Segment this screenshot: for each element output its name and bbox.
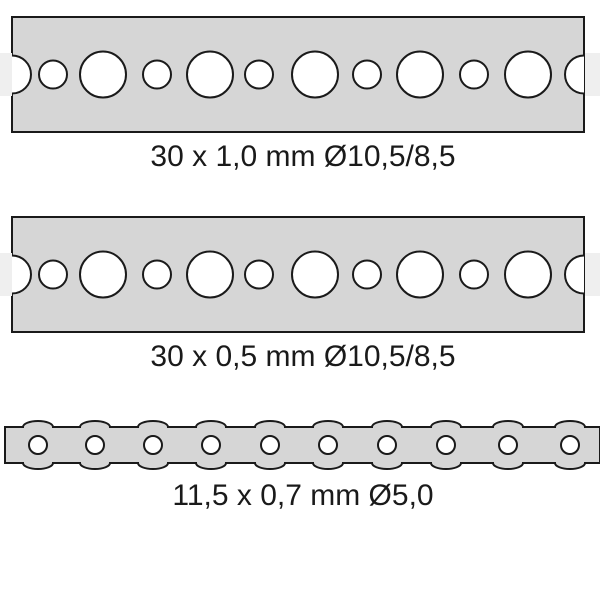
strip-body xyxy=(4,420,600,470)
small-hole xyxy=(352,59,382,90)
half-hole-right xyxy=(564,254,585,295)
round-hole xyxy=(377,435,397,455)
band-1: 30 x 1,0 mm Ø10,5/8,5 xyxy=(0,16,600,173)
band-3-label: 11,5 x 0,7 mm Ø5,0 xyxy=(172,479,433,512)
large-hole xyxy=(396,50,444,99)
round-hole xyxy=(260,435,280,455)
round-hole xyxy=(498,435,518,455)
large-hole xyxy=(396,250,444,299)
band-2-label: 30 x 0,5 mm Ø10,5/8,5 xyxy=(150,340,455,373)
small-hole xyxy=(38,259,68,290)
small-hole xyxy=(38,59,68,90)
band-1-label: 30 x 1,0 mm Ø10,5/8,5 xyxy=(150,140,455,173)
large-hole xyxy=(79,50,127,99)
small-hole xyxy=(244,59,274,90)
half-hole-right xyxy=(564,54,585,95)
strip-continuation-right xyxy=(585,253,600,296)
large-hole xyxy=(504,50,552,99)
large-hole xyxy=(186,50,234,99)
large-hole xyxy=(79,250,127,299)
band-3-strip xyxy=(4,420,600,470)
half-hole-left xyxy=(11,254,32,295)
round-hole xyxy=(436,435,456,455)
strip-continuation-right xyxy=(585,53,600,96)
large-hole xyxy=(291,250,339,299)
round-hole xyxy=(28,435,48,455)
small-hole xyxy=(142,259,172,290)
round-hole xyxy=(85,435,105,455)
strip-continuation-left xyxy=(0,253,12,296)
round-hole xyxy=(560,435,580,455)
band-3: 11,5 x 0,7 mm Ø5,0 xyxy=(4,420,600,512)
band-2-strip xyxy=(0,216,600,333)
large-hole xyxy=(291,50,339,99)
small-hole xyxy=(352,259,382,290)
round-hole xyxy=(318,435,338,455)
round-hole xyxy=(201,435,221,455)
half-hole-left xyxy=(11,54,32,95)
large-hole xyxy=(504,250,552,299)
round-hole xyxy=(143,435,163,455)
small-hole xyxy=(459,259,489,290)
large-hole xyxy=(186,250,234,299)
strip-continuation-left xyxy=(0,53,12,96)
small-hole xyxy=(142,59,172,90)
band-2: 30 x 0,5 mm Ø10,5/8,5 xyxy=(0,216,600,373)
band-1-strip xyxy=(0,16,600,133)
small-hole xyxy=(244,259,274,290)
small-hole xyxy=(459,59,489,90)
